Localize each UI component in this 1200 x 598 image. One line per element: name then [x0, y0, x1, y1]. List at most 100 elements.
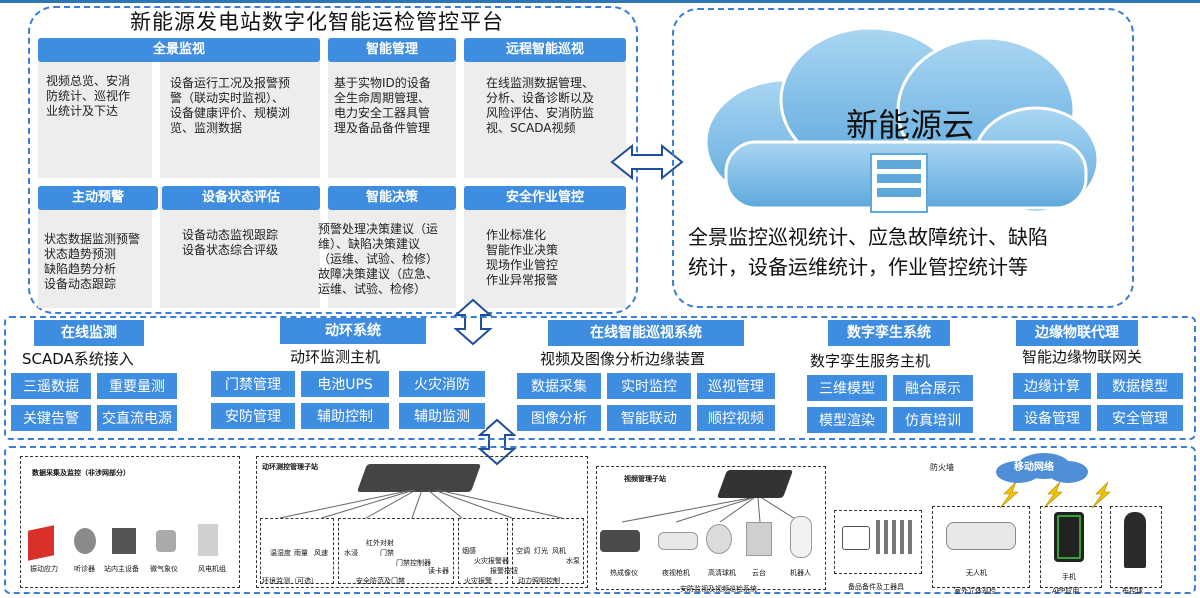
vibration-sensor-icon: [28, 525, 54, 561]
system-subtitle: 数字孪生服务主机: [810, 352, 931, 370]
function-button[interactable]: 模型渲染: [806, 406, 888, 434]
function-button[interactable]: 安全管理: [1096, 404, 1184, 432]
function-button[interactable]: 图像分析: [516, 404, 602, 432]
system-label-edge-iot[interactable]: 边缘物联代理: [1016, 320, 1138, 346]
vertical-double-arrow-icon: [477, 418, 517, 466]
system-label-smart-inspection[interactable]: 在线智能巡视系统: [548, 320, 744, 346]
stethoscope-icon: [74, 528, 96, 554]
function-button[interactable]: 三维模型: [806, 374, 888, 402]
device-label: 机器人: [790, 569, 811, 577]
robot-icon: [790, 516, 812, 558]
module-header-state-evaluation[interactable]: 设备状态评估: [162, 186, 320, 210]
function-button[interactable]: 融合展示: [892, 374, 974, 402]
device-label: 热成像仪: [610, 569, 638, 577]
system-label-online-monitoring[interactable]: 在线监测: [34, 320, 144, 346]
dome-camera-icon: [706, 524, 732, 554]
module-header-overview[interactable]: 全景监视: [38, 38, 320, 62]
function-button[interactable]: 交直流电源: [96, 404, 178, 432]
device-label: 布控球: [1122, 587, 1143, 595]
device-label: 听诊器: [74, 565, 95, 573]
sensor-label: 风机: [552, 547, 566, 555]
module-text: 在线监测数据管理、 分析、设备诊断以及 风险评估、安消防监 视、SCADA视频: [486, 76, 595, 135]
cloud-name: 新能源云: [846, 106, 975, 144]
function-button[interactable]: 电池UPS: [300, 370, 390, 398]
function-button[interactable]: 顺控视频: [696, 404, 776, 432]
cloud-panel: [672, 8, 1134, 308]
device-label: 手机: [1062, 573, 1076, 581]
video-box: [596, 466, 826, 590]
acquisition-title: 数据采集及监控（非涉网部分）: [32, 469, 130, 477]
sensor-label: 门禁: [380, 549, 394, 557]
network-footer: 室外立体巡检: [954, 587, 996, 595]
module-header-active-warning[interactable]: 主动预警: [38, 186, 158, 210]
phone-icon: [1054, 512, 1084, 562]
group-fire: [458, 518, 508, 584]
sensor-label: 烟感: [462, 547, 476, 555]
module-text: 视频总览、安消 防统计、巡视作 业统计及下达: [46, 74, 131, 118]
sensor-label: 水泵: [566, 557, 580, 565]
substation-box: [256, 456, 588, 588]
sensor-label: 红外对射: [366, 539, 394, 547]
group-label: 环境监测（可选）: [262, 577, 318, 585]
module-text: 基于实物ID的设备 全生命周期管理、 电力安全工器具管 理及备品备件管理: [334, 76, 431, 135]
function-button[interactable]: 辅助控制: [300, 402, 390, 430]
module-text: 作业标准化 智能作业决策 现场作业管控 作业异常报警: [486, 228, 559, 287]
module-header-remote-inspection[interactable]: 远程智能巡视: [464, 38, 626, 62]
spares-footer: 备品备件及工器具: [848, 583, 904, 591]
function-button[interactable]: 巡视管理: [696, 372, 776, 400]
device-label: 无人机: [966, 569, 987, 577]
spares-box: [834, 510, 922, 574]
module-header-smart-management[interactable]: 智能管理: [328, 38, 456, 62]
device-label: 振动应力: [30, 565, 58, 573]
module-header-safe-operation[interactable]: 安全作业管控: [464, 186, 626, 210]
system-subtitle: 智能边缘物联网关: [1022, 348, 1143, 366]
group-label: 动力照明控制: [518, 577, 560, 585]
module-text: 设备动态监视跟踪 设备状态综合评级: [182, 228, 279, 257]
thermal-camera-icon: [600, 530, 640, 552]
platform-title: 新能源发电站数字化智能运检管控平台: [130, 10, 504, 34]
sensor-label: 报警按钮: [490, 567, 518, 575]
tools-icon: [876, 520, 916, 554]
group-power: [512, 518, 584, 584]
sensor-label: 门禁控制器: [396, 559, 431, 567]
function-button[interactable]: 三遥数据: [10, 372, 92, 400]
connection-lines: [279, 490, 563, 519]
sensor-label: 温湿度: [270, 549, 291, 557]
ball-camera-icon: [1124, 512, 1146, 568]
system-label-dynamic-environment[interactable]: 动环系统: [280, 318, 426, 344]
function-button[interactable]: 安防管理: [210, 402, 296, 430]
function-button[interactable]: 辅助监测: [398, 402, 486, 430]
function-button[interactable]: 实时监控: [606, 372, 692, 400]
system-subtitle: 视频及图像分析边缘装置: [540, 350, 706, 368]
function-button[interactable]: 数据采集: [516, 372, 602, 400]
system-label-digital-twin[interactable]: 数字孪生系统: [828, 320, 950, 346]
function-button[interactable]: 关键告警: [10, 404, 92, 432]
function-button[interactable]: 仿真培训: [892, 406, 974, 434]
function-button[interactable]: 设备管理: [1012, 404, 1092, 432]
function-button[interactable]: 智能联动: [606, 404, 692, 432]
device-label: 风电机组: [198, 565, 226, 573]
function-button[interactable]: 火灾消防: [398, 370, 486, 398]
drone-box: [932, 506, 1030, 588]
group-label: 火灾报警: [464, 577, 492, 585]
controller-device-icon: [356, 464, 482, 492]
system-subtitle: 动环监测主机: [290, 348, 381, 366]
module-header-smart-decision[interactable]: 智能决策: [328, 186, 456, 210]
function-button[interactable]: 重要量测: [96, 372, 178, 400]
device-label: 高清球机: [708, 569, 736, 577]
phone-box: [1040, 506, 1102, 588]
function-button[interactable]: 边缘计算: [1012, 372, 1092, 400]
device-label: 夜视枪机: [662, 569, 690, 577]
video-footer: 安防监视及视频巡检系统: [680, 585, 757, 593]
function-button[interactable]: 数据模型: [1096, 372, 1184, 400]
field-panel: [4, 446, 1196, 594]
function-button[interactable]: 门禁管理: [210, 370, 296, 398]
sensor-label: 风速: [314, 549, 328, 557]
system-subtitle: SCADA系统接入: [22, 350, 134, 368]
sensor-label: 火灾报警器: [474, 557, 509, 565]
sensor-label: 雨量: [294, 549, 308, 557]
double-arrow-icon: [610, 143, 684, 181]
group-label: 安全防范及门禁: [356, 577, 405, 585]
systems-panel: [4, 316, 1196, 440]
module-text: 预警处理决策建议（运 维）、缺陷决策建议 （运维、试验、检修） 故障决策建议（应…: [318, 222, 439, 296]
